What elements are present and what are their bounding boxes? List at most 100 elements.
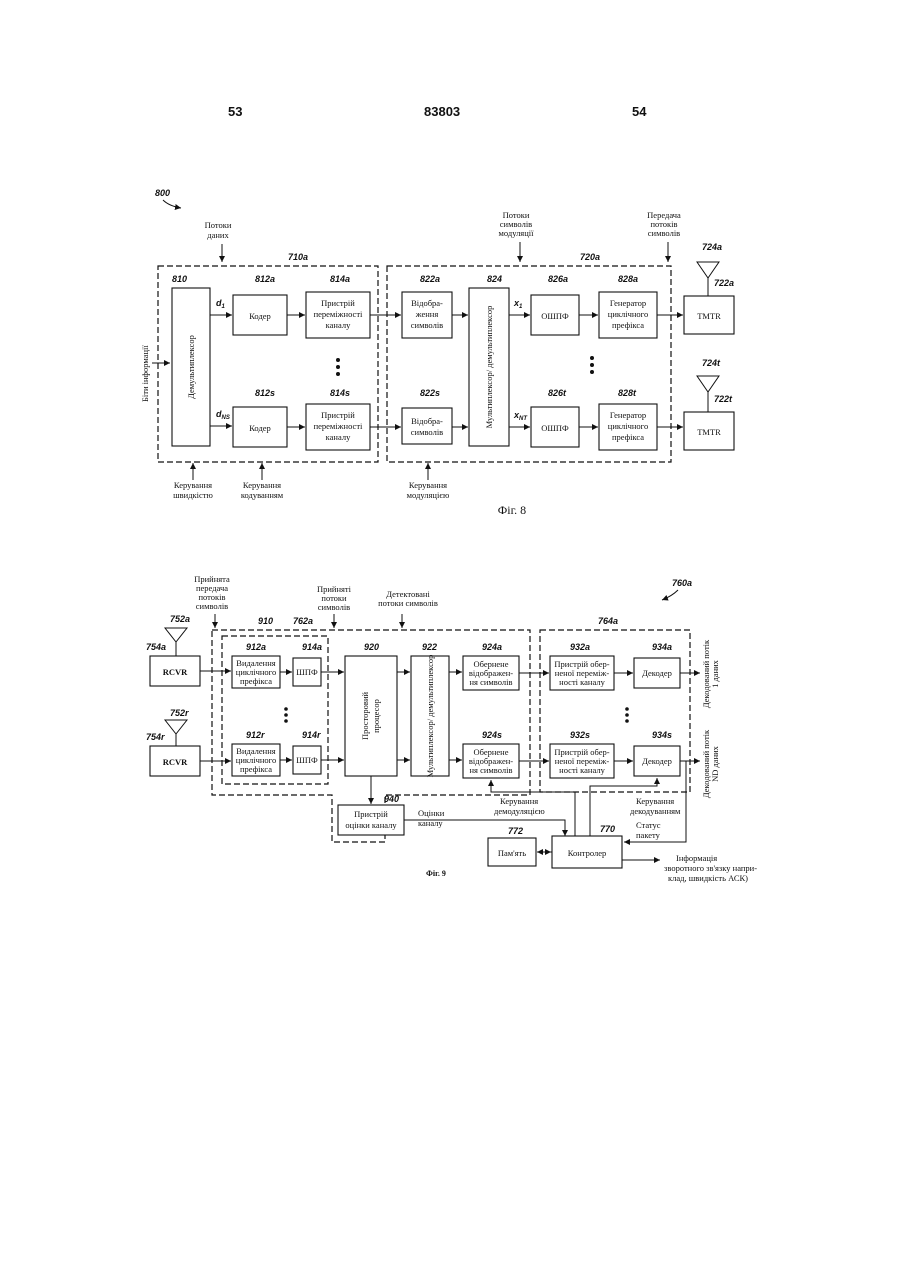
mod-ctrl-label-2: модуляцією	[407, 490, 450, 500]
interleaver-label-a-3: каналу	[326, 320, 351, 330]
ref-932s: 932s	[570, 730, 590, 740]
dec-ctrl-label-1: Керування	[636, 796, 674, 806]
ref-724a: 724a	[702, 242, 722, 252]
dec-ctrl-label-2: декодуванням	[630, 806, 681, 816]
antenna-icon-a	[697, 262, 719, 278]
ref-752r: 752r	[170, 708, 189, 718]
out-n-label-2: ND даних	[710, 745, 720, 782]
interleaver-label-s-3: каналу	[326, 432, 351, 442]
ellipsis-dots-1	[336, 358, 340, 376]
mux-label: Мультиплексор/ демультиплексор	[484, 306, 494, 429]
coder-label-a: Кодер	[249, 311, 271, 321]
ref-914r: 914r	[302, 730, 321, 740]
deinterleaver-label-a-3: ності каналу	[559, 677, 605, 687]
ref-822s: 822s	[420, 388, 440, 398]
tmtr-label-t: TMTR	[697, 427, 721, 437]
interleaver-label-a-2: переміжності	[314, 309, 363, 319]
ref-724t: 724t	[702, 358, 721, 368]
fft-label-a: ШПФ	[296, 667, 318, 677]
ref-764a: 764a	[598, 616, 618, 626]
ref-828t: 828t	[618, 388, 637, 398]
mapper-label-a-1: Відобра-	[411, 298, 443, 308]
rcvr-label-a: RCVR	[163, 667, 188, 677]
demultiplexer-label: Демультиплексор	[186, 335, 196, 399]
ref-822a: 822a	[420, 274, 440, 284]
ref-912r: 912r	[246, 730, 265, 740]
pkt-status-label-1: Статус	[636, 820, 661, 830]
det-streams-label-2: потоки символів	[378, 598, 438, 608]
tx-streams-label-3: символів	[648, 228, 680, 238]
rcvr-label-r: RCVR	[163, 757, 188, 767]
fft-label-r: ШПФ	[296, 755, 318, 765]
decoder-label-a: Декодер	[642, 668, 672, 678]
interleaver-label-s-2: переміжності	[314, 421, 363, 431]
ifft-label-t: ОШПФ	[541, 423, 569, 433]
xn-label: xNT	[513, 410, 528, 422]
spatial-processor-label-1: Просторовий	[360, 692, 370, 741]
ref-720a: 720a	[580, 252, 600, 262]
cp-gen-label-t-2: циклічного	[608, 421, 648, 431]
ref-772: 772	[508, 826, 523, 836]
ref-826t: 826t	[548, 388, 567, 398]
info-bits-label: Біти інформації	[140, 345, 150, 402]
chan-est-out-label-1: Оцінки	[418, 808, 445, 818]
ref-934a: 934a	[652, 642, 672, 652]
mapper-label-s-2: символів	[411, 427, 443, 437]
pkt-status-label-2: пакету	[636, 830, 661, 840]
ref-824: 824	[487, 274, 502, 284]
cp-removal-label-a-3: префікса	[240, 676, 272, 686]
dn-label: dNS	[216, 409, 230, 421]
ifft-label-a: ОШПФ	[541, 311, 569, 321]
interleaver-label-a-1: Пристрій	[321, 298, 355, 308]
spatial-processor-label-2: процесор	[371, 699, 381, 733]
ref-814s: 814s	[330, 388, 350, 398]
ref-940: 940	[384, 794, 399, 804]
ref-810: 810	[172, 274, 187, 284]
cp-removal-label-r-3: префікса	[240, 764, 272, 774]
ref-762a: 762a	[293, 616, 313, 626]
mod-streams-label-3: модуляції	[498, 228, 534, 238]
mapper-label-a-3: символів	[411, 320, 443, 330]
tmtr-label-a: TMTR	[697, 311, 721, 321]
mapper-label-a-2: ження	[415, 309, 439, 319]
ref-760a: 760a	[672, 578, 692, 588]
chan-est-label-1: Пристрій	[354, 809, 388, 819]
ref-922: 922	[422, 642, 437, 652]
ref-814a: 814a	[330, 274, 350, 284]
ref-722t: 722t	[714, 394, 733, 404]
antenna-icon-t	[697, 376, 719, 392]
ref-910: 910	[258, 616, 273, 626]
antenna-icon-rx-a	[165, 628, 187, 642]
demapper-label-a-3: ня символів	[470, 677, 513, 687]
deinterleaver-label-s-3: ності каналу	[559, 765, 605, 775]
coding-ctrl-label-2: кодуванням	[241, 490, 284, 500]
ellipsis-dots-3	[284, 707, 288, 723]
page-number-left: 53	[228, 104, 242, 119]
ref-828a: 828a	[618, 274, 638, 284]
mod-ctrl-label-1: Керування	[409, 480, 447, 490]
ref-826a: 826a	[548, 274, 568, 284]
chan-est-label-2: оцінки каналу	[345, 820, 397, 830]
cp-gen-label-a-3: префікса	[612, 320, 644, 330]
feedback-label-1: Інформація	[676, 853, 717, 863]
rx-sym-label-3: символів	[318, 602, 350, 612]
mapper-label-s-1: Відобра-	[411, 416, 443, 426]
data-streams-label-1: Потоки	[205, 220, 232, 230]
feedback-label-2: зворотного зв'язку напри-	[664, 863, 757, 873]
cp-gen-label-t-3: префікса	[612, 432, 644, 442]
demod-ctrl-label-2: демодуляцією	[494, 806, 545, 816]
ellipsis-dots-4	[625, 707, 629, 723]
ellipsis-dots-2	[590, 356, 594, 374]
out-1-label-2: 1 даних	[710, 659, 720, 688]
cp-gen-label-t-1: Генератор	[610, 410, 646, 420]
ref-722a: 722a	[714, 278, 734, 288]
x1-label: x1	[513, 298, 523, 310]
controller-label: Контролер	[568, 848, 607, 858]
mapper-block-s	[402, 408, 452, 444]
demod-ctrl-label-1: Керування	[500, 796, 538, 806]
ref-932a: 932a	[570, 642, 590, 652]
rate-ctrl-label-2: швидкістю	[173, 490, 213, 500]
mux-demux-label: Мультиплексор/ демультиплексор	[425, 655, 435, 778]
rate-ctrl-label-1: Керування	[174, 480, 212, 490]
ref-924a: 924a	[482, 642, 502, 652]
